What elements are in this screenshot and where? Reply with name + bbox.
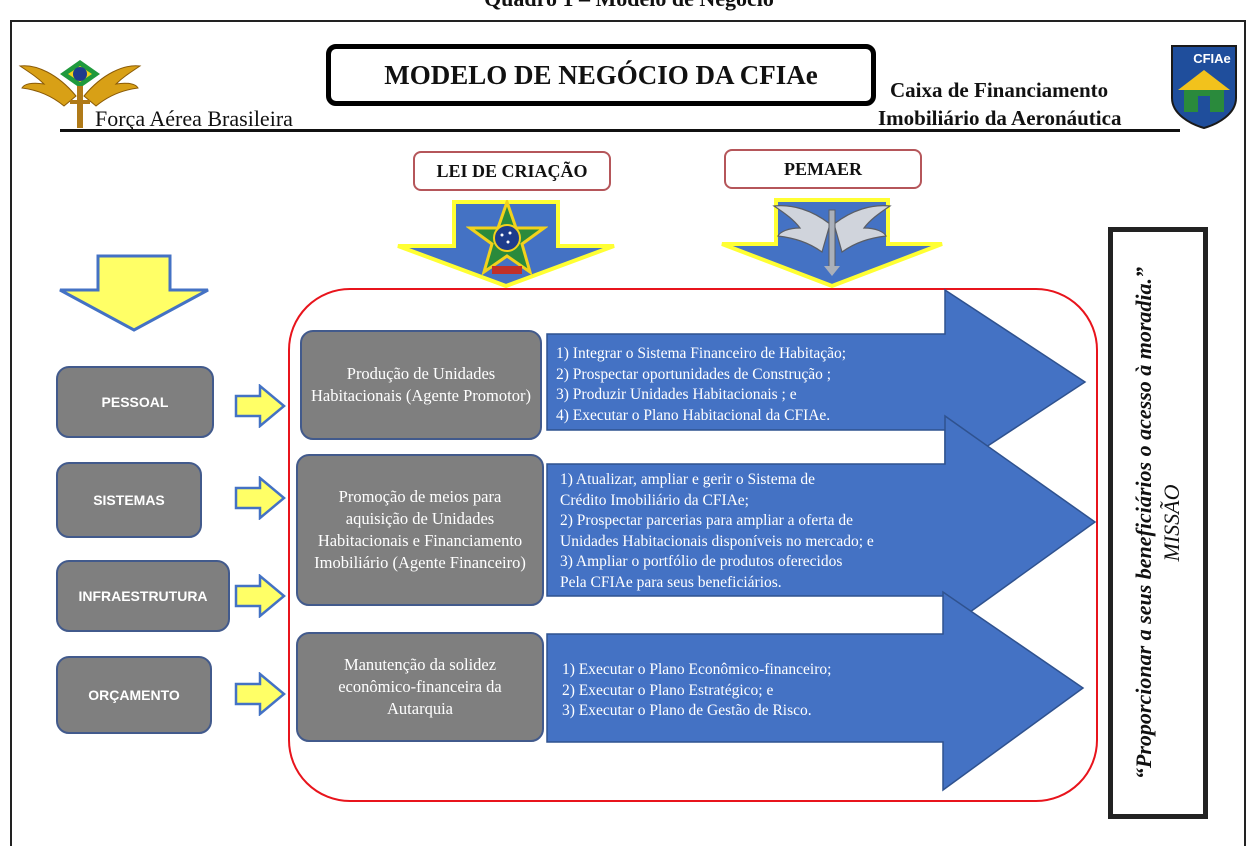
page-frame (10, 20, 1246, 846)
force-name-label: Força Aérea Brasileira (95, 106, 293, 131)
cfiae-logo-icon: CFIAe (1171, 45, 1237, 130)
resources-down-arrow (59, 254, 209, 332)
page-title: MODELO DE NEGÓCIO DA CFIAe (326, 44, 876, 106)
mission-box: “Proporcionar a seus beneficiários o ace… (1108, 227, 1208, 819)
goal-3-actions: 1) Executar o Plano Econômico-financeiro… (562, 661, 832, 719)
pemaer-label: PEMAER (724, 149, 922, 189)
goal-2-actions: 1) Atualizar, ampliar e gerir o Sistema … (560, 471, 874, 591)
mission-statement: “Proporcionar a seus beneficiários o ace… (1131, 266, 1156, 780)
infraestrutura-right-arrow (234, 574, 286, 618)
air-force-wings-icon (772, 205, 892, 276)
pessoal-right-arrow (234, 384, 286, 428)
goal-1-box: Produção de Unidades Habitacionais (Agen… (300, 330, 542, 440)
goal-2-blue-arrow (546, 414, 1097, 632)
lei-criacao-label: LEI DE CRIAÇÃO (413, 151, 611, 191)
sistemas-right-arrow (234, 476, 286, 520)
document-heading: Quadro 1 – Modelo de Negócio (0, 0, 1258, 12)
goal-3-blue-arrow (546, 590, 1085, 792)
cfiae-logo-text: CFIAe (1193, 51, 1231, 66)
business-model-container (288, 288, 1098, 802)
header-rule (60, 129, 1180, 132)
mission-title: MISSÃO (1159, 484, 1184, 562)
org-name-line2: Imobiliário da Aeronáutica (878, 106, 1122, 130)
goal-1-actions: 1) Integrar o Sistema Financeiro de Habi… (556, 345, 847, 424)
org-name-line1: Caixa de Financiamento (890, 78, 1109, 102)
resource-sistemas: SISTEMAS (56, 462, 202, 538)
fab-emblem-icon (18, 60, 142, 128)
orcamento-right-arrow (234, 672, 286, 716)
resource-infraestrutura: INFRAESTRUTURA (56, 560, 230, 632)
goal-2-box: Promoção de meios para aquisição de Unid… (296, 454, 544, 606)
resource-pessoal: PESSOAL (56, 366, 214, 438)
resource-orcamento: ORÇAMENTO (56, 656, 212, 734)
goal-3-box: Manutenção da solidez econômico-financei… (296, 632, 544, 742)
national-coat-of-arms-icon (466, 200, 548, 276)
